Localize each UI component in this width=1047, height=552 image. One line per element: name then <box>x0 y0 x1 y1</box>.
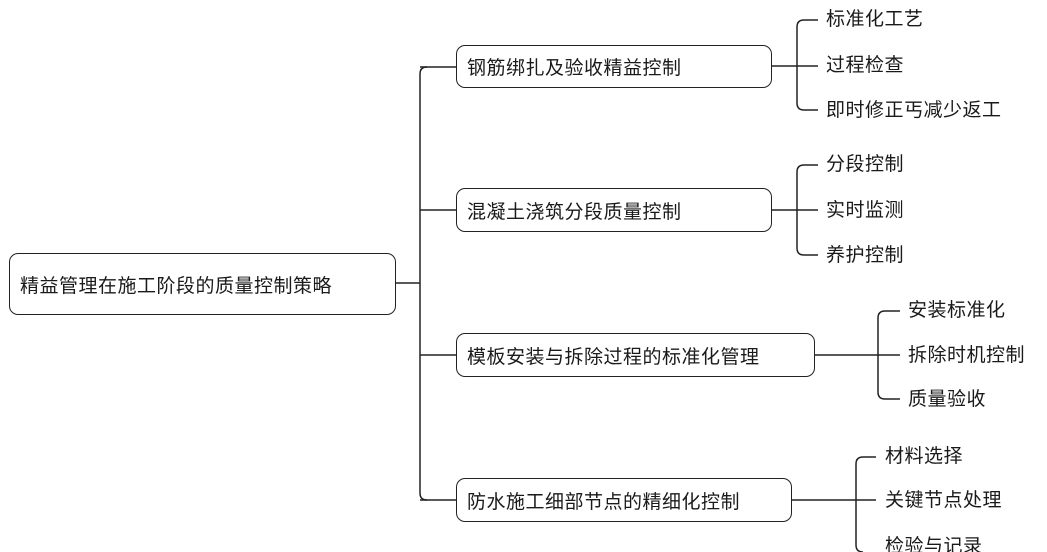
branch-node-waterproof[interactable]: 防水施工细部节点的精细化控制 <box>456 478 792 522</box>
leaf-node[interactable]: 安装标准化 <box>908 299 1006 321</box>
branch-node-label: 防水施工细部节点的精细化控制 <box>467 490 741 513</box>
connector-branch-1-bracket <box>796 19 805 111</box>
branch-node-rebar[interactable]: 钢筋绑扎及验收精益控制 <box>456 45 772 88</box>
leaf-node[interactable]: 检验与记录 <box>885 535 983 552</box>
branch-node-label: 钢筋绑扎及验收精益控制 <box>467 57 682 79</box>
connector-branch-4-bracket <box>855 456 864 552</box>
leaf-node[interactable]: 关键节点处理 <box>885 489 1003 511</box>
leaf-node[interactable]: 过程检查 <box>826 54 905 76</box>
leaf-node[interactable]: 养护控制 <box>826 244 905 266</box>
connector-trunk <box>419 66 428 501</box>
leaf-node[interactable]: 实时监测 <box>826 199 905 221</box>
leaf-node[interactable]: 即时修正丐减少返工 <box>826 99 1002 121</box>
branch-node-label: 混凝土浇筑分段质量控制 <box>467 200 682 223</box>
leaf-node[interactable]: 标准化工艺 <box>826 8 924 30</box>
branch-node-concrete[interactable]: 混凝土浇筑分段质量控制 <box>456 188 772 232</box>
leaf-node[interactable]: 分段控制 <box>826 153 905 175</box>
leaf-node[interactable]: 质量验收 <box>908 388 987 410</box>
root-node-label: 精益管理在施工阶段的质量控制策略 <box>20 274 333 297</box>
branch-node-formwork[interactable]: 模板安装与拆除过程的标准化管理 <box>456 333 815 377</box>
root-node[interactable]: 精益管理在施工阶段的质量控制策略 <box>9 253 396 315</box>
leaf-node[interactable]: 材料选择 <box>885 445 964 467</box>
leaf-node[interactable]: 拆除时机控制 <box>908 344 1026 366</box>
branch-node-label: 模板安装与拆除过程的标准化管理 <box>467 345 760 368</box>
